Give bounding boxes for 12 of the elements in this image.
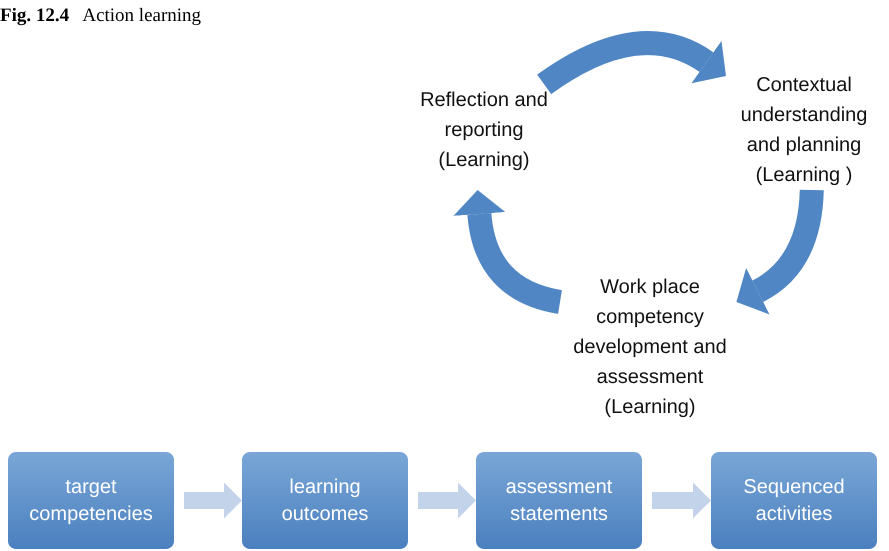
cycle-stage: Work place competency development and assessment (Learning): [560, 272, 740, 422]
cycle-stage: Reflection and reporting (Learning): [420, 70, 548, 190]
block-arrow: [537, 31, 727, 94]
figure-title: Fig. 12.4 Action learning: [0, 4, 202, 28]
process-box: target competencies: [8, 452, 174, 549]
cycle-stage: Contextual understanding and planning (Learning ): [726, 70, 882, 190]
process-box: learning outcomes: [242, 452, 408, 549]
process-box: Sequenced activities: [711, 452, 877, 549]
block-arrow: [418, 482, 476, 518]
process-box: assessment statements: [476, 452, 642, 549]
block-arrow: [652, 482, 711, 518]
block-arrow: [184, 482, 242, 518]
